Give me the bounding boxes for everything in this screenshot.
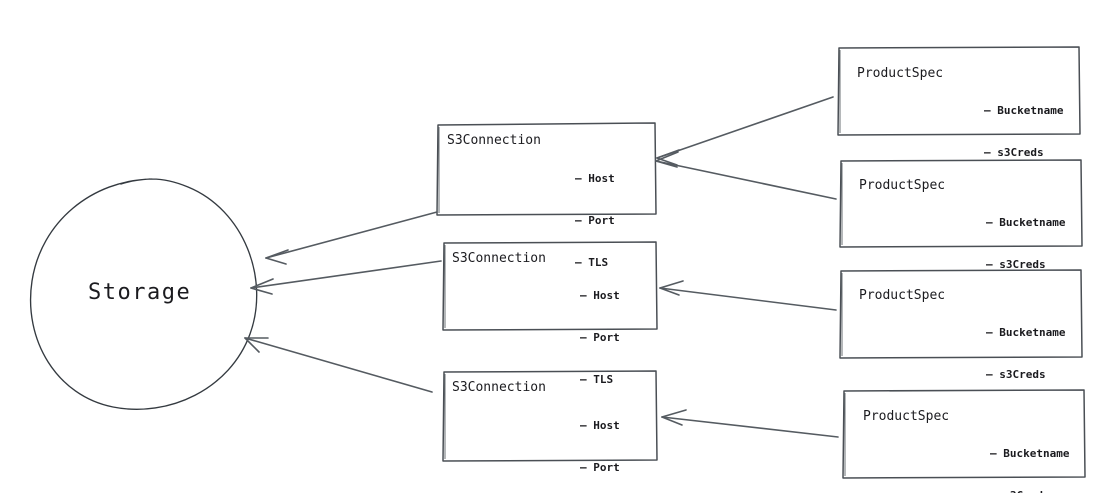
- attribute-row: – Host: [575, 172, 615, 186]
- bullet-dash: –: [984, 146, 991, 159]
- attribute-label: s3Creds: [999, 368, 1046, 381]
- attribute-label: s3Creds: [1003, 489, 1049, 493]
- attribute-row: – s3Creds: [986, 368, 1065, 382]
- attribute-label: Bucketname: [999, 216, 1066, 229]
- attribute-label: Bucketname: [1003, 447, 1070, 460]
- attribute-row: – Bucketname: [986, 326, 1065, 340]
- bullet-dash: –: [575, 214, 582, 227]
- edge-spec1-conn1[interactable]: [656, 96, 834, 166]
- attribute-label: Port: [588, 214, 615, 227]
- bullet-dash: –: [580, 419, 587, 432]
- attribute-label: s3Creds: [997, 146, 1044, 159]
- attribute-row: – s3Creds: [986, 258, 1065, 272]
- bullet-dash: –: [986, 368, 993, 381]
- s3connection-3-attributes: – Host – Port – TLS: [580, 391, 620, 493]
- productspec-1-attributes: – Bucketname – s3Creds: [984, 76, 1063, 188]
- storage-node-shape[interactable]: [30, 178, 258, 410]
- bullet-dash: –: [580, 461, 587, 474]
- productspec-3-shape[interactable]: [839, 269, 1083, 359]
- attribute-label: Port: [593, 331, 620, 344]
- attribute-row: – s3Creds: [990, 489, 1069, 493]
- productspec-4-shape[interactable]: [842, 389, 1086, 479]
- bullet-dash: –: [984, 104, 991, 117]
- storage-node-label: Storage: [88, 280, 192, 305]
- attribute-label: Host: [593, 419, 620, 432]
- attribute-label: Host: [588, 172, 615, 185]
- bullet-dash: –: [986, 258, 993, 271]
- attribute-row: – Port: [580, 331, 620, 345]
- attribute-row: – Bucketname: [984, 104, 1063, 118]
- productspec-1-shape[interactable]: [837, 46, 1081, 136]
- edge-spec4-conn3[interactable]: [661, 409, 839, 438]
- attribute-row: – Bucketname: [990, 447, 1069, 461]
- bullet-dash: –: [986, 216, 993, 229]
- attribute-label: Bucketname: [997, 104, 1064, 117]
- edge-conn3-storage[interactable]: [244, 337, 433, 393]
- s3connection-2-title: S3Connection: [452, 251, 546, 266]
- productspec-2-title: ProductSpec: [859, 178, 946, 193]
- productspec-2-shape[interactable]: [839, 159, 1083, 248]
- edge-conn1-storage[interactable]: [265, 211, 438, 265]
- attribute-row: – Bucketname: [986, 216, 1065, 230]
- productspec-3-attributes: – Bucketname – s3Creds: [986, 298, 1065, 410]
- bullet-dash: –: [580, 289, 587, 302]
- bullet-dash: –: [990, 447, 997, 460]
- productspec-4-title: ProductSpec: [863, 409, 950, 424]
- s3connection-1-shape[interactable]: [436, 122, 657, 216]
- bullet-dash: –: [575, 256, 582, 269]
- attribute-label: Host: [593, 289, 620, 302]
- attribute-row: – TLS: [580, 373, 620, 387]
- attribute-label: Bucketname: [999, 326, 1066, 339]
- productspec-4-attributes: – Bucketname – s3Creds: [990, 419, 1069, 493]
- bullet-dash: –: [580, 331, 587, 344]
- productspec-2-attributes: – Bucketname – s3Creds: [986, 188, 1065, 300]
- attribute-row: – s3Creds: [984, 146, 1063, 160]
- attribute-row: – Host: [580, 289, 620, 303]
- productspec-3-title: ProductSpec: [859, 288, 946, 303]
- attribute-label: Port: [593, 461, 620, 474]
- s3connection-2-attributes: – Host – Port – TLS: [580, 261, 620, 415]
- attribute-row: – TLS: [575, 256, 615, 270]
- attribute-row: – Port: [580, 461, 620, 475]
- s3connection-1-attributes: – Host – Port – TLS: [575, 144, 615, 298]
- s3connection-3-shape[interactable]: [442, 370, 658, 462]
- attribute-label: TLS: [593, 373, 614, 386]
- edge-spec2-conn1[interactable]: [655, 151, 837, 200]
- s3connection-2-shape[interactable]: [442, 241, 658, 331]
- edge-conn2-storage[interactable]: [250, 260, 442, 295]
- productspec-1-title: ProductSpec: [857, 66, 944, 81]
- bullet-dash: –: [580, 373, 587, 386]
- bullet-dash: –: [575, 172, 582, 185]
- s3connection-1-title: S3Connection: [447, 133, 541, 148]
- bullet-dash: –: [986, 326, 993, 339]
- attribute-label: s3Creds: [999, 258, 1046, 271]
- bullet-dash: –: [990, 489, 997, 493]
- s3connection-3-title: S3Connection: [452, 380, 546, 395]
- attribute-row: – Host: [580, 419, 620, 433]
- edge-spec3-conn2[interactable]: [659, 280, 837, 311]
- attribute-label: TLS: [588, 256, 609, 269]
- attribute-row: – Port: [575, 214, 615, 228]
